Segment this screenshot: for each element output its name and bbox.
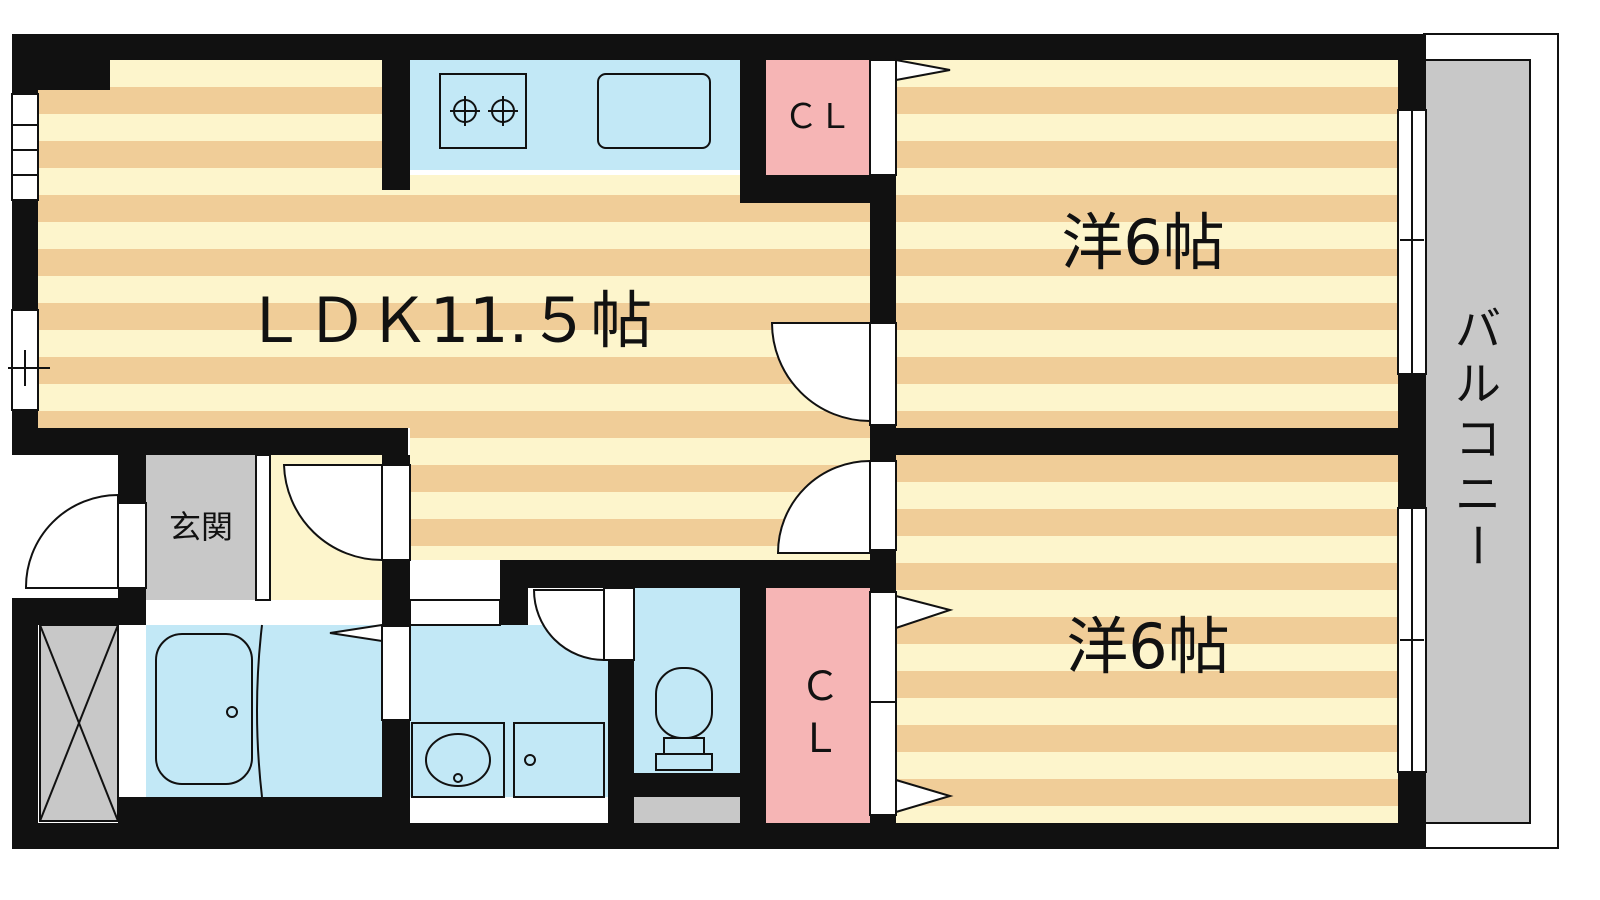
closet-lower-label-c: Ｃ (800, 664, 840, 710)
closet-lower (766, 588, 870, 823)
doors (24, 322, 897, 662)
closet-lower-label-l: Ｌ (800, 716, 840, 762)
svg-text:ー: ー (1450, 522, 1504, 568)
stove (439, 73, 527, 149)
svg-text:コ: コ (1455, 412, 1501, 466)
closet-upper (766, 60, 870, 175)
western-room-upper-label: 洋6帖 (1061, 206, 1224, 279)
ldk-label: ＬＤＫ11.５帖 (244, 284, 653, 357)
toilet-icon (655, 667, 713, 771)
svg-text:ニ: ニ (1455, 467, 1501, 521)
closet-upper-label: ＣＬ (784, 97, 852, 137)
closet-doors (329, 58, 954, 816)
bath-floor (146, 625, 382, 797)
kitchen-counter (410, 60, 740, 170)
entrance-label: 玄関 (169, 508, 233, 546)
balcony-floor (1423, 59, 1531, 824)
toilet-floor (634, 588, 740, 773)
western-room-lower-label: 洋6帖 (1066, 610, 1229, 683)
windows (8, 93, 1427, 773)
western-room-upper-floor (896, 60, 1400, 428)
toilet-storage (634, 797, 740, 823)
bathtub (155, 633, 253, 785)
storage-box (39, 624, 119, 822)
ldk-floor (38, 60, 872, 560)
western-room-lower-floor (896, 455, 1400, 823)
washing-machine (513, 722, 605, 798)
washbasin (411, 722, 505, 798)
kitchen-sink (597, 73, 711, 149)
svg-text:ル: ル (1455, 357, 1501, 411)
svg-text:バ: バ (1455, 302, 1501, 356)
burner-icon (450, 96, 518, 126)
entrance-floor (146, 455, 256, 600)
balcony-label: バ ル コ ニ ー (1450, 302, 1504, 568)
